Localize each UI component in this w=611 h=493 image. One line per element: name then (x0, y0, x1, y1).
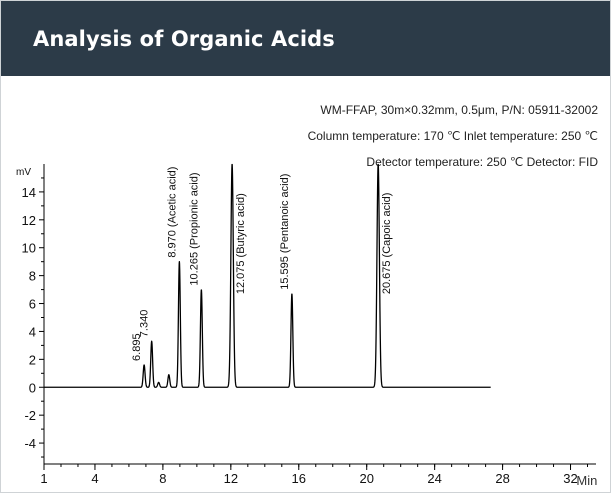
y-tick-label: 0 (29, 380, 36, 395)
y-tick-label: 12 (22, 213, 36, 228)
y-axis-label: mV (16, 167, 31, 178)
y-tick-label: -2 (24, 408, 36, 423)
x-tick-label: 12 (224, 471, 238, 486)
x-tick-label: 4 (91, 471, 98, 486)
peak-label: 20.675 (Capoic acid) (381, 193, 393, 295)
x-tick-label: 28 (495, 471, 509, 486)
peak-label: 10.265 (Propionic acid) (188, 172, 200, 285)
y-tick-label: 8 (29, 269, 36, 284)
y-tick-label: -4 (24, 436, 36, 451)
detector-info: Detector temperature: 250 ℃ Detector: FI… (366, 155, 598, 169)
column-info: WM-FFAP, 30m×0.32mm, 0.5μm, P/N: 05911-3… (320, 103, 598, 117)
page-title: Analysis of Organic Acids (33, 26, 335, 51)
x-tick-label: 32 (563, 471, 577, 486)
x-tick-label: 1 (40, 471, 47, 486)
x-tick-label: 24 (427, 471, 441, 486)
peak-label: 7.340 (139, 310, 151, 338)
y-tick-label: 14 (22, 185, 36, 200)
peak-label: 15.595 (Pentanoic acid) (279, 174, 291, 290)
y-tick-label: 4 (29, 324, 36, 339)
peak-label: 8.970 (Acetic acid) (166, 167, 178, 258)
y-tick-label: 10 (22, 241, 36, 256)
chromatogram-line (43, 163, 492, 388)
temperature-info: Column temperature: 170 ℃ Inlet temperat… (307, 129, 598, 143)
x-axis-label: Min (576, 473, 597, 488)
peak-label: 12.075 (Butyric acid) (235, 193, 247, 294)
peak-label: 6.895 (131, 333, 143, 361)
y-tick-label: 2 (29, 352, 36, 367)
y-tick-label: 6 (29, 297, 36, 312)
x-tick-label: 16 (292, 471, 306, 486)
x-tick-label: 20 (359, 471, 373, 486)
header-bar: Analysis of Organic Acids (1, 1, 610, 76)
x-tick-label: 8 (159, 471, 166, 486)
chart-trace (43, 163, 492, 388)
